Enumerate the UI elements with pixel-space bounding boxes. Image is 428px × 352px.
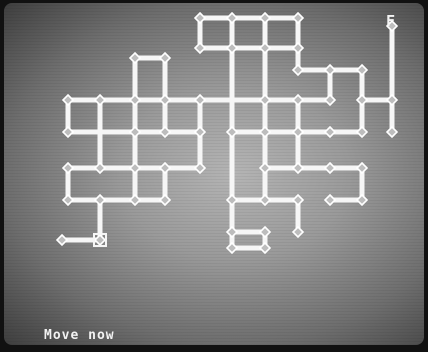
maze-junction-node xyxy=(195,95,205,105)
maze-junction-node xyxy=(227,227,237,237)
maze-junction-node xyxy=(160,53,170,63)
maze-junction-node xyxy=(227,195,237,205)
maze-junction-node xyxy=(260,127,270,137)
maze-junction-node xyxy=(130,195,140,205)
maze-junction-node xyxy=(387,127,397,137)
maze-junction-node xyxy=(195,43,205,53)
maze-junction-node xyxy=(195,163,205,173)
maze-junction-node xyxy=(260,195,270,205)
maze-junction-node xyxy=(63,127,73,137)
maze-junction-node xyxy=(95,163,105,173)
maze-junction-node xyxy=(130,95,140,105)
maze-junction-node xyxy=(260,43,270,53)
maze-junction-node xyxy=(293,163,303,173)
maze-junction-node xyxy=(293,13,303,23)
maze-junction-node xyxy=(95,195,105,205)
maze-junction-node xyxy=(293,95,303,105)
maze-junction-node xyxy=(260,163,270,173)
maze-junction-node xyxy=(260,95,270,105)
status-message: Move now xyxy=(44,328,115,343)
maze-junction-node xyxy=(293,195,303,205)
maze-junction-node xyxy=(130,163,140,173)
maze-junction-node xyxy=(227,43,237,53)
maze-junction-node xyxy=(357,195,367,205)
maze-junction-node xyxy=(63,195,73,205)
maze-junction-node xyxy=(293,43,303,53)
maze-junction-node xyxy=(293,127,303,137)
maze-junction-node xyxy=(63,95,73,105)
maze-junction-node xyxy=(160,127,170,137)
maze-junction-node xyxy=(227,243,237,253)
maze-junction-node xyxy=(325,127,335,137)
maze-junction-node xyxy=(130,53,140,63)
maze-junction-node xyxy=(260,243,270,253)
maze-junction-node xyxy=(293,227,303,237)
maze-junction-node xyxy=(357,95,367,105)
maze-junction-node xyxy=(325,95,335,105)
maze-junction-node xyxy=(227,127,237,137)
maze-junction-node xyxy=(160,195,170,205)
maze-junction-node xyxy=(325,195,335,205)
maze-junction-node xyxy=(57,235,67,245)
maze-junction-node xyxy=(293,65,303,75)
maze-junction-node xyxy=(260,13,270,23)
maze-junction-node xyxy=(325,163,335,173)
maze-junction-node xyxy=(260,227,270,237)
maze-junction-node xyxy=(227,13,237,23)
maze-junction-node xyxy=(357,163,367,173)
maze-junction-node xyxy=(357,127,367,137)
finish-marker: F xyxy=(386,12,395,30)
maze-junction-node xyxy=(160,95,170,105)
maze-junction-node xyxy=(195,127,205,137)
maze-junction-node xyxy=(160,163,170,173)
maze-junction-node xyxy=(325,65,335,75)
maze-junction-node xyxy=(63,163,73,173)
maze-junction-node xyxy=(130,127,140,137)
maze-junction-node xyxy=(195,13,205,23)
maze-junction-node xyxy=(387,95,397,105)
maze-junction-node xyxy=(357,65,367,75)
maze-junction-node xyxy=(95,95,105,105)
maze-junction-node xyxy=(95,235,105,245)
